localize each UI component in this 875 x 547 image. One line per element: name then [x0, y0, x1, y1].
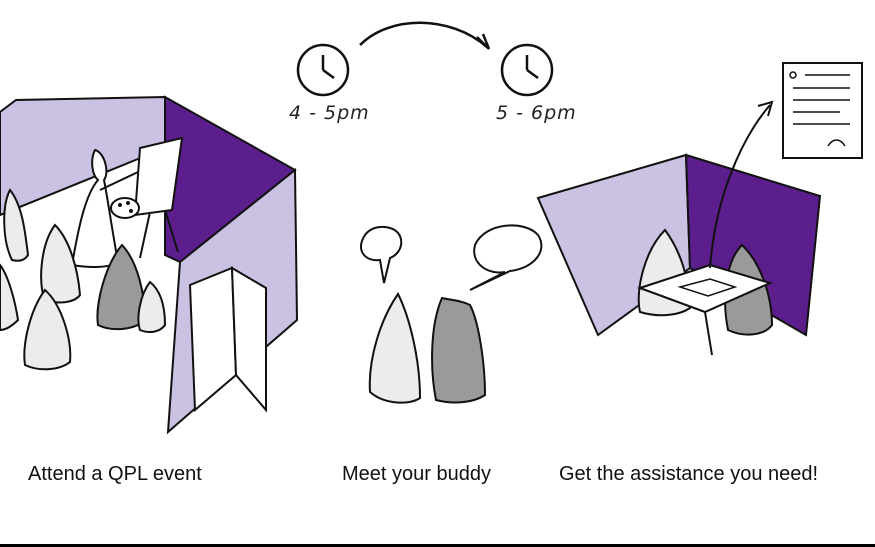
timeline — [296, 21, 554, 97]
clock-icon — [500, 43, 554, 97]
bottom-divider — [0, 544, 875, 547]
buddy-figure-light — [368, 292, 422, 404]
document-icon — [782, 62, 863, 159]
curved-arrow-icon — [359, 21, 491, 50]
pointer-arrow-icon — [709, 100, 774, 269]
start-time-label: 4 - 5pm — [289, 102, 370, 124]
audience-figures — [0, 188, 167, 371]
palette-icon — [110, 197, 140, 219]
buddy-scene — [360, 224, 543, 404]
event-room-scene — [0, 95, 299, 435]
step-caption-assistance: Get the assistance you need! — [559, 463, 819, 485]
easel-icon — [133, 136, 184, 259]
step-caption-attend: Attend a QPL event — [28, 463, 202, 485]
table-icon — [636, 263, 773, 356]
clock-icon — [296, 43, 350, 97]
assistance-scene — [536, 62, 863, 356]
speech-bubble-icon — [360, 225, 403, 284]
door-icon — [188, 266, 267, 413]
buddy-figure-dark — [431, 296, 487, 404]
step-caption-meet: Meet your buddy — [342, 463, 491, 485]
speech-bubble-icon — [469, 224, 543, 291]
presenter-icon — [70, 148, 139, 268]
end-time-label: 5 - 6pm — [496, 102, 577, 124]
assistance-room-right-wall — [684, 153, 822, 337]
